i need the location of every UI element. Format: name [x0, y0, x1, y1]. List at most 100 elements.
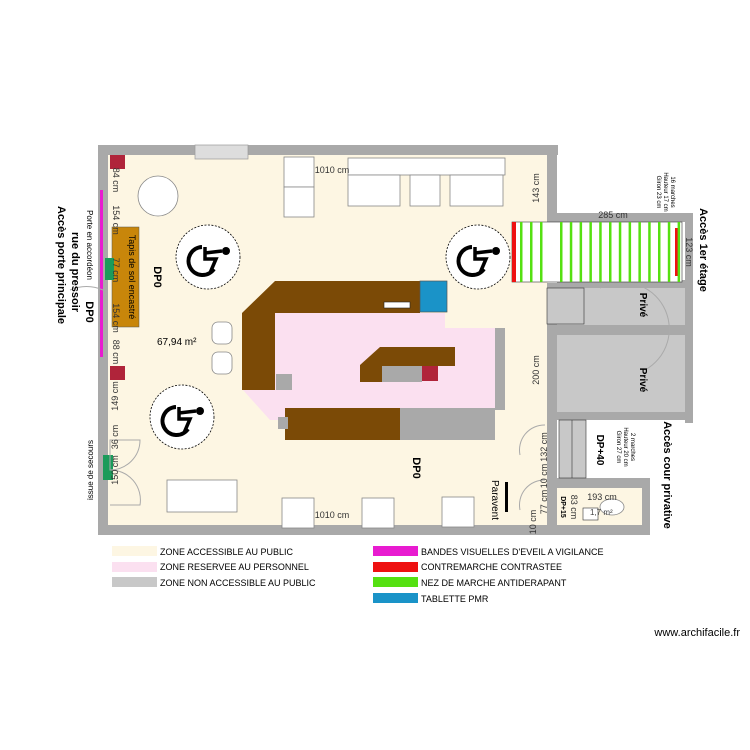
dim-36: 36 cm	[110, 425, 120, 450]
steps-info: 2 marches Hauteur 20 cm Giron 27 cm	[615, 427, 635, 466]
stair-nosing	[589, 222, 592, 282]
legend-swatch	[112, 546, 157, 556]
dimensions: 84 cm 154 cm 77 cm 154 cm 88 cm 149 cm 3…	[110, 165, 694, 534]
counter-gray-block	[276, 374, 292, 390]
entrance-label: Accès porte principale	[55, 206, 67, 324]
dp15-label: DP+15	[559, 496, 566, 518]
dim-123: 123 cm	[684, 237, 694, 267]
legend-label: ZONE RESERVEE AU PERSONNEL	[160, 562, 309, 572]
legend-swatch	[373, 562, 418, 572]
stair-nosing	[579, 222, 583, 282]
stair-nosing	[658, 222, 661, 282]
area-wc: 1,7 m²	[590, 508, 613, 517]
stair-nosing	[530, 222, 533, 282]
courtyard-steps[interactable]	[558, 419, 587, 479]
stair-nosing	[618, 222, 622, 282]
dim-285: 285 cm	[598, 210, 628, 220]
screen-partition	[505, 482, 508, 512]
pmr-shelf	[419, 280, 448, 313]
main-counter	[242, 281, 420, 390]
stairs-info: 16 marches Hauteur 17 cm Giron 23 cm	[655, 172, 675, 211]
stair-nosing	[569, 222, 573, 282]
dp0-center: DP0	[151, 266, 163, 287]
emergency-door[interactable]	[109, 439, 141, 506]
stairs-info-line: 16 marches	[669, 176, 675, 207]
dim-10b: 10 cm	[528, 510, 538, 535]
steps-info-line: 2 marches	[629, 433, 635, 461]
cash-register	[383, 301, 411, 309]
accordion-door[interactable]	[69, 286, 104, 291]
dim-84: 84 cm	[111, 168, 121, 193]
stair-nosing	[648, 222, 651, 282]
private-door[interactable]	[599, 281, 670, 371]
legend: ZONE ACCESSIBLE AU PUBLIC ZONE RESERVEE …	[112, 546, 603, 604]
watermark[interactable]: www.archifacile.fr	[653, 627, 740, 639]
wheelchair-accessibility-icon	[445, 224, 511, 290]
dp0-left: DP0	[83, 301, 95, 322]
stair-nosing	[520, 222, 523, 282]
dp40-label: DP+40	[594, 435, 605, 466]
mat-label: Tapis de sol encastré	[127, 235, 137, 320]
lower-counter-gray	[400, 408, 495, 440]
dim-83: 83 cm	[569, 495, 579, 520]
legend-label: ZONE NON ACCESSIBLE AU PUBLIC	[160, 578, 316, 588]
dim-200: 200 cm	[531, 355, 541, 385]
dim-154a: 154 cm	[111, 205, 121, 235]
stair-nosing	[677, 222, 681, 282]
courtyard-door[interactable]	[519, 424, 546, 511]
stairs-access-label: Accès 1er étage	[697, 208, 709, 292]
legend-swatch	[373, 593, 418, 603]
accordion-door-label: Porte en accordéon	[85, 210, 94, 280]
small-stairs[interactable]	[546, 287, 585, 325]
main-stairs[interactable]	[511, 221, 683, 283]
legend-label: NEZ DE MARCHE ANTIDERAPANT	[421, 578, 567, 588]
dim-1010-bottom: 1010 cm	[315, 510, 350, 520]
steps-info-line: Giron 27 cm	[615, 431, 621, 464]
window	[194, 144, 249, 160]
wc-room	[557, 488, 642, 525]
legend-swatch	[112, 562, 157, 572]
dim-10a: 10 cm	[539, 464, 549, 489]
dim-1010-top: 1010 cm	[315, 165, 350, 175]
legend-swatch	[373, 546, 418, 556]
stair-nosing	[628, 222, 632, 282]
wheelchair-accessibility-icon	[175, 224, 241, 290]
dp0-bottom: DP0	[410, 457, 422, 478]
fire-extinguisher-icon	[110, 155, 125, 169]
legend-label: ZONE ACCESSIBLE AU PUBLIC	[160, 547, 294, 557]
vigilance-strip	[100, 190, 103, 357]
gray-strip	[495, 328, 505, 410]
emergency-exit-icon	[105, 258, 114, 280]
dim-77b: 77 cm	[539, 490, 549, 515]
stair-nosing	[540, 222, 543, 282]
toilet-icon	[582, 507, 599, 521]
screen-label: Paravent	[489, 480, 500, 520]
dim-150: 150 cm	[110, 455, 120, 485]
lower-counter	[285, 408, 400, 440]
emergency-exit-label: issue de secours	[86, 440, 95, 500]
lower-counter-cap	[278, 417, 288, 429]
legend-swatch	[373, 577, 418, 587]
stair-nosing	[599, 222, 602, 282]
back-counter	[360, 347, 455, 382]
dim-143: 143 cm	[531, 173, 541, 203]
stairs-info-line: Hauteur 17 cm	[662, 172, 668, 211]
stair-nosing	[667, 222, 671, 282]
legend-label: CONTREMARCHE CONTRASTEE	[421, 562, 562, 572]
private-1-label: Privé	[637, 293, 648, 318]
back-counter-gray	[382, 366, 422, 382]
dim-77: 77 cm	[111, 258, 121, 283]
fire-extinguisher-icon	[110, 366, 125, 380]
entrance-street-label: rue du pressoir	[69, 232, 81, 313]
legend-label: BANDES VISUELLES D'EVEIL A VIGILANCE	[421, 547, 603, 557]
legend-swatch	[112, 577, 157, 587]
stair-nosing	[638, 222, 641, 282]
legend-label: TABLETTE PMR	[421, 594, 489, 604]
private-2-label: Privé	[637, 368, 648, 393]
stairs-info-line: Giron 23 cm	[655, 176, 661, 209]
furniture	[137, 156, 625, 529]
dim-132: 132 cm	[539, 432, 549, 462]
steps-info-line: Hauteur 20 cm	[622, 427, 628, 466]
dim-88: 88 cm	[111, 340, 121, 365]
